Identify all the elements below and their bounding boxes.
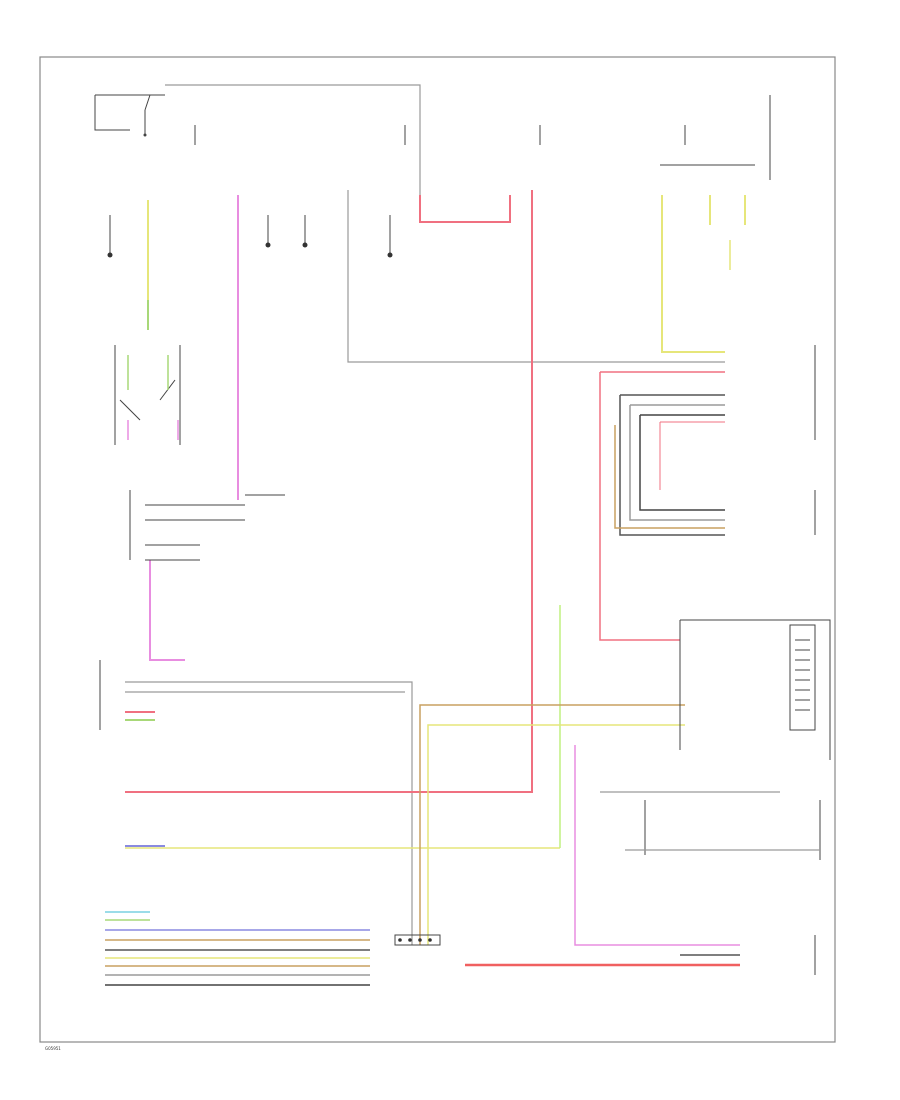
bottom-right-circuit: [600, 791, 821, 860]
wire-yellow-2: [427, 724, 685, 945]
left-junction-block: [194, 125, 686, 145]
wire-gray-mid: [347, 190, 725, 363]
switch-box-top-left: [94, 94, 165, 137]
bottom-left-bundle: [105, 911, 370, 986]
right-top-connector: [660, 95, 771, 180]
right-bundle: [599, 371, 725, 641]
diagram-frame: [39, 56, 836, 1043]
junction-connector-bottom: [394, 934, 441, 946]
wire-tan-1: [419, 704, 685, 945]
ground-stubs: [107, 215, 393, 258]
wire-pink-left: [149, 195, 239, 661]
wire-gray-row-1: [125, 681, 413, 945]
right-lower-module: [679, 619, 831, 760]
diagram-code: G05951: [45, 1046, 61, 1051]
wire-pink-bottom: [574, 745, 740, 946]
hazard-switch-component: [114, 345, 285, 561]
wire-gray-top: [165, 84, 421, 195]
connector-left-pins: [99, 660, 155, 730]
wire-yellow-right: [661, 195, 746, 353]
wire-red-main: [125, 190, 533, 793]
